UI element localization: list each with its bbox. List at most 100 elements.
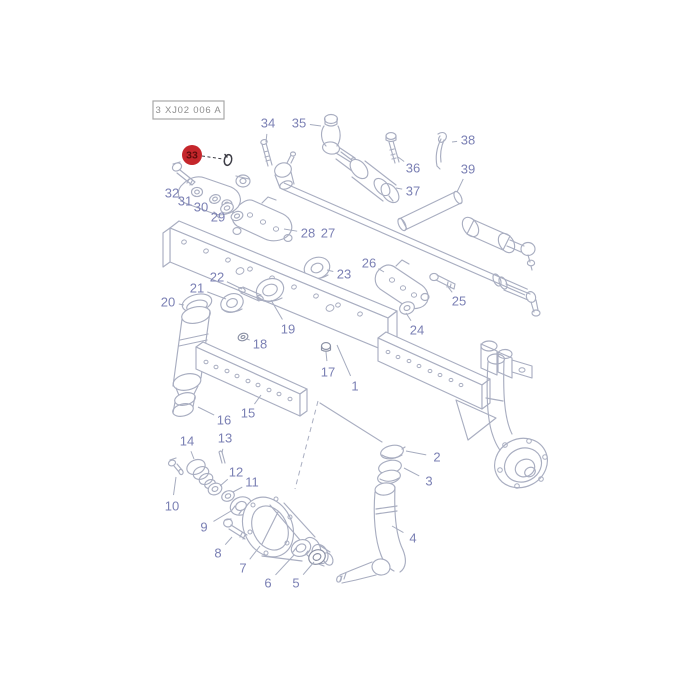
part-label-36: 36 — [406, 161, 420, 176]
leader-line-9 — [213, 510, 232, 522]
leader-line-1 — [336, 344, 352, 377]
leader-line-7 — [249, 545, 261, 560]
code-box-border — [152, 100, 225, 120]
explosion-solid-line — [319, 402, 383, 443]
leader-line-19 — [270, 299, 283, 320]
part-label-4: 4 — [409, 531, 416, 546]
part-label-14: 14 — [180, 434, 194, 449]
explosion-lines — [294, 400, 383, 490]
leader-line-16 — [197, 406, 215, 416]
part-label-32: 32 — [165, 186, 179, 201]
leader-line-5 — [302, 561, 315, 575]
highlighted-part-label: 33 — [186, 150, 198, 162]
part-label-9: 9 — [200, 520, 207, 535]
leader-line-36 — [397, 156, 405, 162]
leader-line-17 — [325, 351, 328, 362]
part-label-38: 38 — [461, 133, 475, 148]
leader-line-4 — [391, 525, 404, 533]
leader-lines — [173, 123, 464, 576]
leader-line-8 — [224, 536, 233, 546]
highlight-dashed-leader — [201, 155, 224, 160]
steering-knuckle-right — [485, 353, 548, 489]
leader-line-13 — [221, 448, 224, 454]
part-label-11: 11 — [245, 475, 259, 490]
pin-22 — [238, 286, 264, 302]
part-label-1: 1 — [351, 379, 358, 394]
seal-ring-2 — [380, 444, 406, 460]
seal-5 — [308, 549, 326, 565]
part-label-10: 10 — [165, 499, 179, 514]
kingpin-left — [172, 293, 213, 417]
part-label-27: 27 — [321, 226, 335, 241]
leader-line-21 — [207, 291, 227, 300]
part-label-39: 39 — [461, 162, 475, 177]
seal-rings-3 — [377, 459, 402, 485]
bolt-25 — [429, 272, 456, 290]
part-label-37: 37 — [406, 184, 420, 199]
leader-line-18 — [246, 338, 250, 341]
leader-line-3 — [403, 467, 420, 477]
part-label-30: 30 — [194, 200, 208, 215]
kingpin-spindle-4 — [336, 482, 406, 584]
part-label-26: 26 — [362, 256, 376, 271]
knuckle-support — [480, 343, 498, 376]
part-label-22: 22 — [210, 270, 224, 285]
track-rod-clamp — [492, 273, 502, 287]
hub-flange — [494, 437, 548, 489]
highlight-circle — [182, 145, 202, 165]
bolt-36 — [385, 132, 400, 164]
leader-line-2 — [405, 450, 427, 456]
axle-extension-left — [195, 341, 308, 417]
part-label-31: 31 — [178, 194, 192, 209]
washer-11 — [221, 490, 235, 502]
spacer-rings-29 — [220, 202, 244, 222]
part-label-12: 12 — [229, 465, 243, 480]
leader-line-37 — [395, 187, 403, 190]
bolt-32 — [171, 161, 196, 186]
leader-line-29 — [227, 211, 231, 214]
gusset-plate — [455, 399, 497, 441]
part-label-19: 19 — [281, 322, 295, 337]
part-label-13: 13 — [218, 431, 232, 446]
part-label-25: 25 — [452, 294, 466, 309]
part-label-21: 21 — [190, 281, 204, 296]
grease-fitting-10 — [167, 457, 184, 476]
axle-extension-right — [377, 331, 533, 441]
part-label-8: 8 — [214, 546, 221, 561]
diagram-code-text: 3 XJ02 006 A — [155, 105, 221, 116]
part-label-23: 23 — [337, 267, 351, 282]
leader-line-38 — [451, 140, 458, 143]
part-label-5: 5 — [292, 576, 299, 591]
snap-ring-33 — [223, 153, 233, 167]
part-label-35: 35 — [292, 116, 306, 131]
leader-line-20 — [178, 303, 185, 306]
wheel-hub-7 — [241, 496, 334, 567]
steering-cylinder-right — [461, 216, 536, 271]
leader-line-35 — [309, 123, 322, 127]
part-label-7: 7 — [239, 561, 246, 576]
part-label-20: 20 — [161, 295, 175, 310]
part-label-6: 6 — [264, 576, 271, 591]
leader-line-26 — [378, 268, 385, 273]
leader-line-22 — [226, 281, 243, 290]
tie-rod-end-nut — [323, 113, 339, 125]
stud-34 — [260, 138, 273, 167]
part-label-3: 3 — [425, 474, 432, 489]
washer-12 — [207, 482, 223, 496]
tie-rod-end-ball-cup — [321, 141, 341, 155]
part-label-29: 29 — [211, 210, 225, 225]
drag-link — [320, 113, 400, 204]
leader-line-28 — [283, 228, 298, 232]
leader-line-39 — [456, 178, 464, 193]
leader-line-12 — [219, 478, 229, 487]
part-label-16: 16 — [217, 413, 231, 428]
part-label-2: 2 — [433, 450, 440, 465]
leader-line-25 — [447, 286, 453, 293]
part-label-15: 15 — [241, 406, 255, 421]
highlighted-part-callout: 33 — [182, 145, 224, 165]
leader-line-24 — [405, 312, 412, 322]
washer-21 — [220, 293, 244, 313]
pin-39 — [397, 190, 463, 232]
